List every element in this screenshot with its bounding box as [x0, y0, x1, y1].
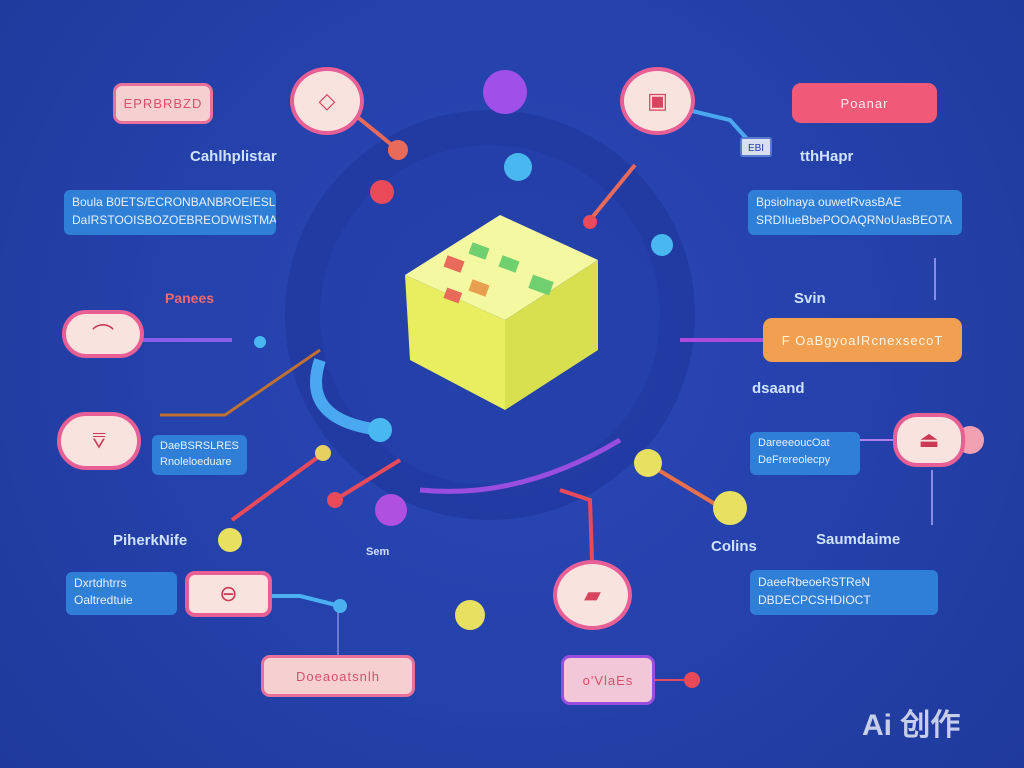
right-desc: Bpsiolnaya ouwetRvasBAE SRDIIueBbePOOAQRN… [748, 190, 962, 235]
text-line: Oaltredtuie [74, 593, 133, 607]
hat-icon[interactable]: ⩢ [57, 412, 141, 470]
text-line: Boula B0ETS/ECRONBANBROEIESL [72, 195, 276, 209]
svin-label: Svin [794, 290, 826, 307]
text-line: DaeeRbeoeRSTReN [758, 575, 871, 589]
text-line: Rnoleloeduare [160, 456, 232, 468]
diamond-icon[interactable]: ◇ [290, 67, 364, 135]
slider-icon[interactable]: ⊖ [185, 571, 272, 617]
text-line: DaeBSRSLRES [160, 440, 239, 452]
orange-box[interactable]: F OaBgyoaIRcnexsecoT [763, 318, 962, 362]
cube-icon [405, 215, 598, 410]
heading-left: Cahlhplistar [190, 148, 277, 165]
text-line: DareeeoucOat [758, 437, 830, 449]
dsaand-label: dsaand [752, 380, 805, 397]
boat-icon[interactable]: ⏏ [893, 413, 965, 467]
panees-label: Panees [165, 290, 215, 306]
top-left-box[interactable]: EPRBRBZD [113, 83, 213, 124]
text-line: DeFrereolecpy [758, 454, 831, 466]
colins-label: Colins [711, 538, 757, 555]
folder-icon[interactable]: ▰ [553, 560, 632, 630]
mid-left-desc: DaeBSRSLRES Rnoleloeduare [152, 435, 247, 475]
top-right-box[interactable]: Poanar [792, 83, 937, 123]
heading-right: tthHapr [800, 148, 854, 165]
small-tag: EBI [740, 137, 772, 157]
bottom-pink-box[interactable]: Doeaoatsnlh [261, 655, 415, 697]
text-line: SRDIIueBbePOOAQRNoUasBEOTA [756, 213, 952, 227]
text-line: DBDECPCSHDIOCT [758, 593, 871, 607]
document-icon[interactable]: ▣ [620, 67, 695, 135]
bottom-purple-box[interactable]: o'VlaEs [561, 655, 655, 705]
dots [218, 70, 984, 688]
wave-icon[interactable]: ⌒ [62, 310, 144, 358]
bottom-left-label: PiherkNife [113, 532, 188, 549]
bottom-right-desc: DaeeRbeoeRSTReN DBDECPCSHDIOCT [750, 570, 938, 615]
bottom-right-label: Saumdaime [816, 531, 901, 548]
sem-label: Sem [366, 546, 390, 558]
left-desc: Boula B0ETS/ECRONBANBROEIESL DaIRSTOOISBO… [64, 190, 276, 235]
text-line: Bpsiolnaya ouwetRvasBAE [756, 195, 902, 209]
watermark: Ai 创作 [862, 709, 961, 742]
text-line: Dxrtdhtrrs [74, 576, 127, 590]
text-line: DaIRSTOOISBOZOEBREODWISTMA [72, 213, 276, 227]
